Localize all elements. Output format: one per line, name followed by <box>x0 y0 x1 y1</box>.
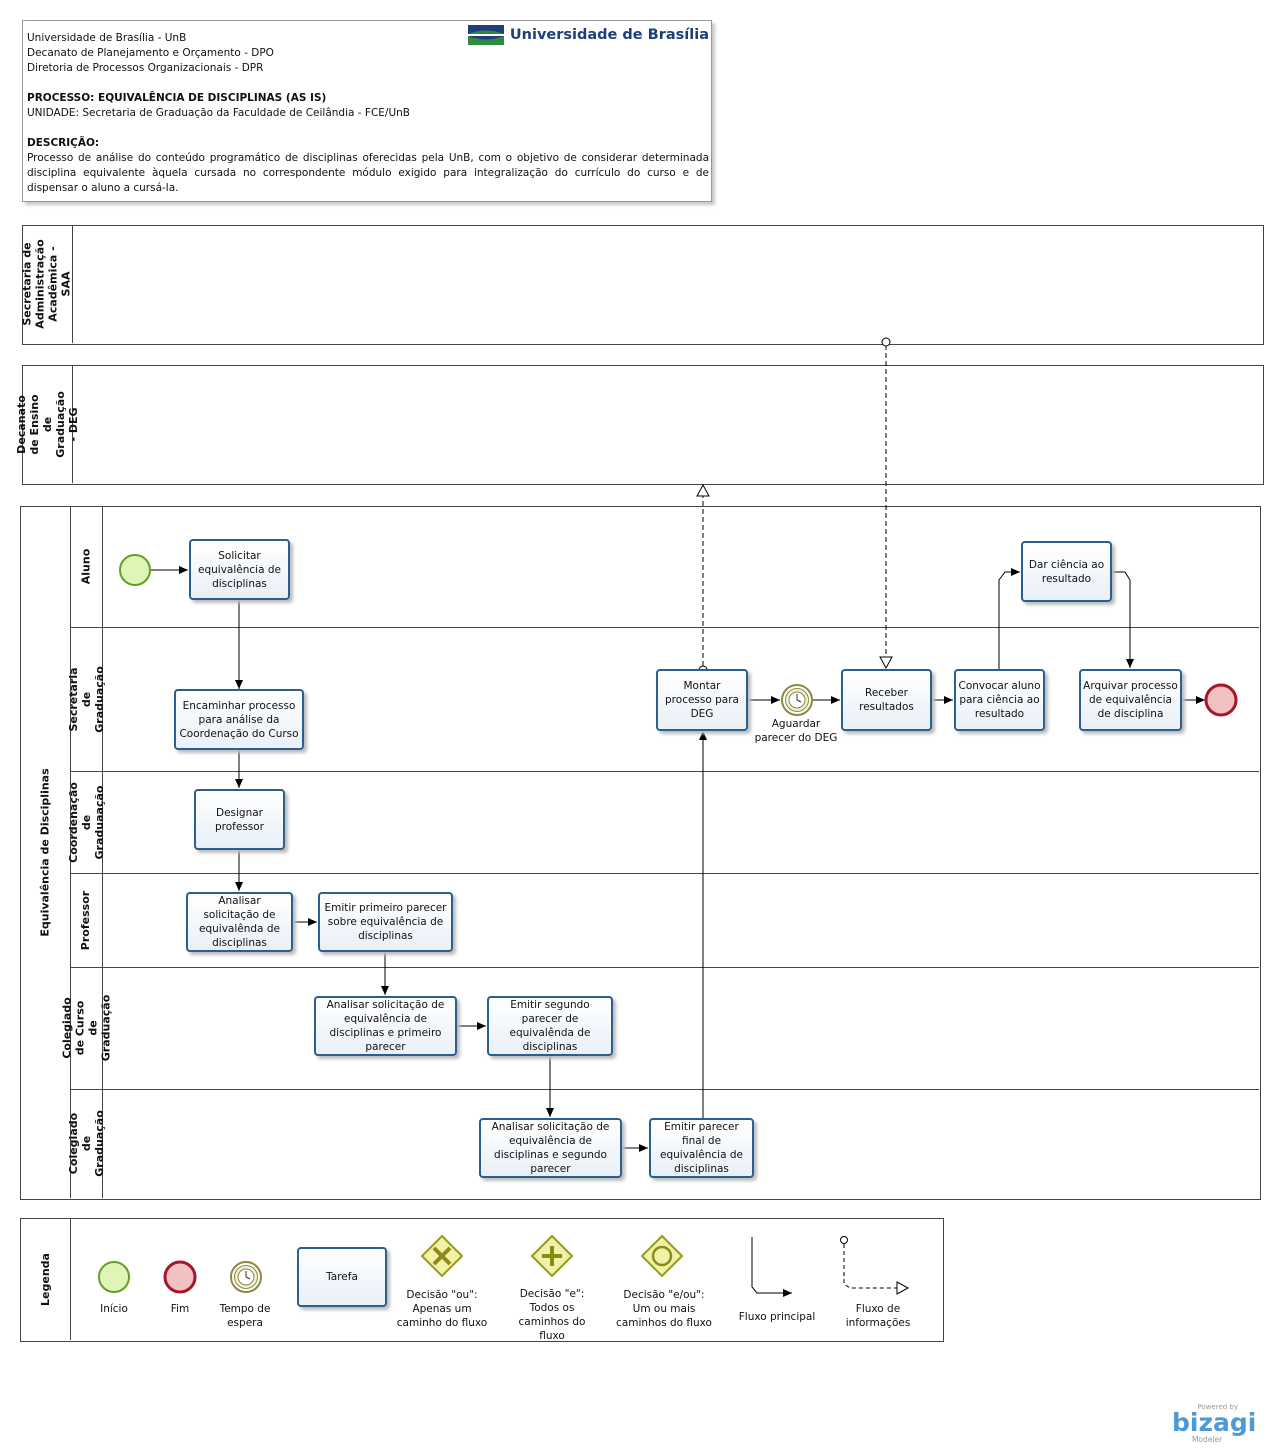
header-descricao-label: DESCRIÇÃO: <box>27 137 100 149</box>
legend-task-icon: Tarefa <box>297 1247 387 1307</box>
unb-logo-icon <box>467 25 504 45</box>
bizagi-product: Modeler <box>1192 1435 1223 1444</box>
legend-end-icon <box>163 1260 197 1294</box>
legend-fluxo-principal: Fluxo principal <box>738 1311 816 1323</box>
legend-exclusive-gateway-icon <box>420 1234 464 1278</box>
task-arquivar-processo[interactable]: Arquivar processo de equivalência de dis… <box>1079 669 1182 731</box>
legend-start-icon <box>98 1261 130 1293</box>
header-line3: Diretoria de Processos Organizacionais -… <box>27 62 264 74</box>
pool-deg <box>22 365 1264 485</box>
start-event <box>119 554 151 586</box>
legend-dec-eou: Decisão "e/ou": Um ou mais caminhos do f… <box>616 1289 712 1329</box>
task-analisar-solicitacao-professor[interactable]: Analisar solicitação de equivalênda de d… <box>186 892 293 952</box>
legend-tempo: Tempo de espera <box>219 1303 271 1329</box>
header-line1: Universidade de Brasília - UnB <box>27 32 187 44</box>
task-dar-ciencia[interactable]: Dar ciência ao resultado <box>1021 541 1112 602</box>
pool-saa <box>22 225 1264 345</box>
header-processo: PROCESSO: EQUIVALÊNCIA DE DISCIPLINAS (A… <box>27 92 327 104</box>
task-designar-professor[interactable]: Designar professor <box>194 789 285 850</box>
task-encaminhar-processo[interactable]: Encaminhar processo para análise da Coor… <box>174 689 304 750</box>
legend-main-flow-icon <box>751 1237 792 1297</box>
legend-parallel-gateway-icon <box>530 1234 574 1278</box>
pool-main <box>20 506 1261 1200</box>
legend-dec-e: Decisão "e": Todos os caminhos do fluxo <box>518 1288 586 1342</box>
legend-inicio: Início <box>100 1303 128 1315</box>
task-solicitar-equivalencia[interactable]: Solicitar equivalência de disciplinas <box>189 539 290 600</box>
task-analisar-primeiro-parecer[interactable]: Analisar solicitação de equivalência de … <box>314 996 457 1056</box>
legend-info-flow-icon <box>840 1236 910 1295</box>
task-montar-processo-deg[interactable]: Montar processo para DEG <box>656 669 748 731</box>
header-line2: Decanato de Planejamento e Orçamento - D… <box>27 47 274 59</box>
timer-label: Aguardar parecer do DEG <box>754 718 838 744</box>
bizagi-logo: bizagi <box>1172 1408 1257 1437</box>
timer-event <box>781 684 813 716</box>
end-event <box>1204 683 1238 717</box>
task-receber-resultados[interactable]: Receber resultados <box>841 669 932 731</box>
task-emitir-primeiro-parecer[interactable]: Emitir primeiro parecer sobre equivalênc… <box>318 892 453 952</box>
legend-dec-ou: Decisão "ou": Apenas um caminho do fluxo <box>396 1289 488 1329</box>
task-emitir-segundo-parecer[interactable]: Emitir segundo parecer de equivalênda de… <box>487 996 613 1056</box>
process-header: Universidade de Brasília Universidade de… <box>22 20 712 202</box>
header-unidade: UNIDADE: Secretaria de Graduação da Facu… <box>27 107 410 119</box>
task-analisar-segundo-parecer[interactable]: Analisar solicitação de equivalência de … <box>479 1118 622 1178</box>
task-convocar-aluno[interactable]: Convocar aluno para ciência ao resultado <box>954 669 1045 731</box>
legend-timer-icon <box>230 1261 262 1293</box>
powered-by: Powered by <box>1197 1403 1238 1411</box>
task-emitir-parecer-final[interactable]: Emitir parecer final de equivalência de … <box>649 1118 754 1178</box>
unb-logo: Universidade de Brasília <box>467 25 709 45</box>
legend-inclusive-gateway-icon <box>640 1234 684 1278</box>
header-descricao: Processo de análise do conteúdo programá… <box>27 152 709 194</box>
legend-fim: Fim <box>170 1303 190 1315</box>
legend-fluxo-info: Fluxo de informações <box>845 1303 911 1329</box>
bizagi-branding: Powered by bizagi Modeler <box>1172 1403 1264 1444</box>
logo-text: Universidade de Brasília <box>509 26 709 43</box>
